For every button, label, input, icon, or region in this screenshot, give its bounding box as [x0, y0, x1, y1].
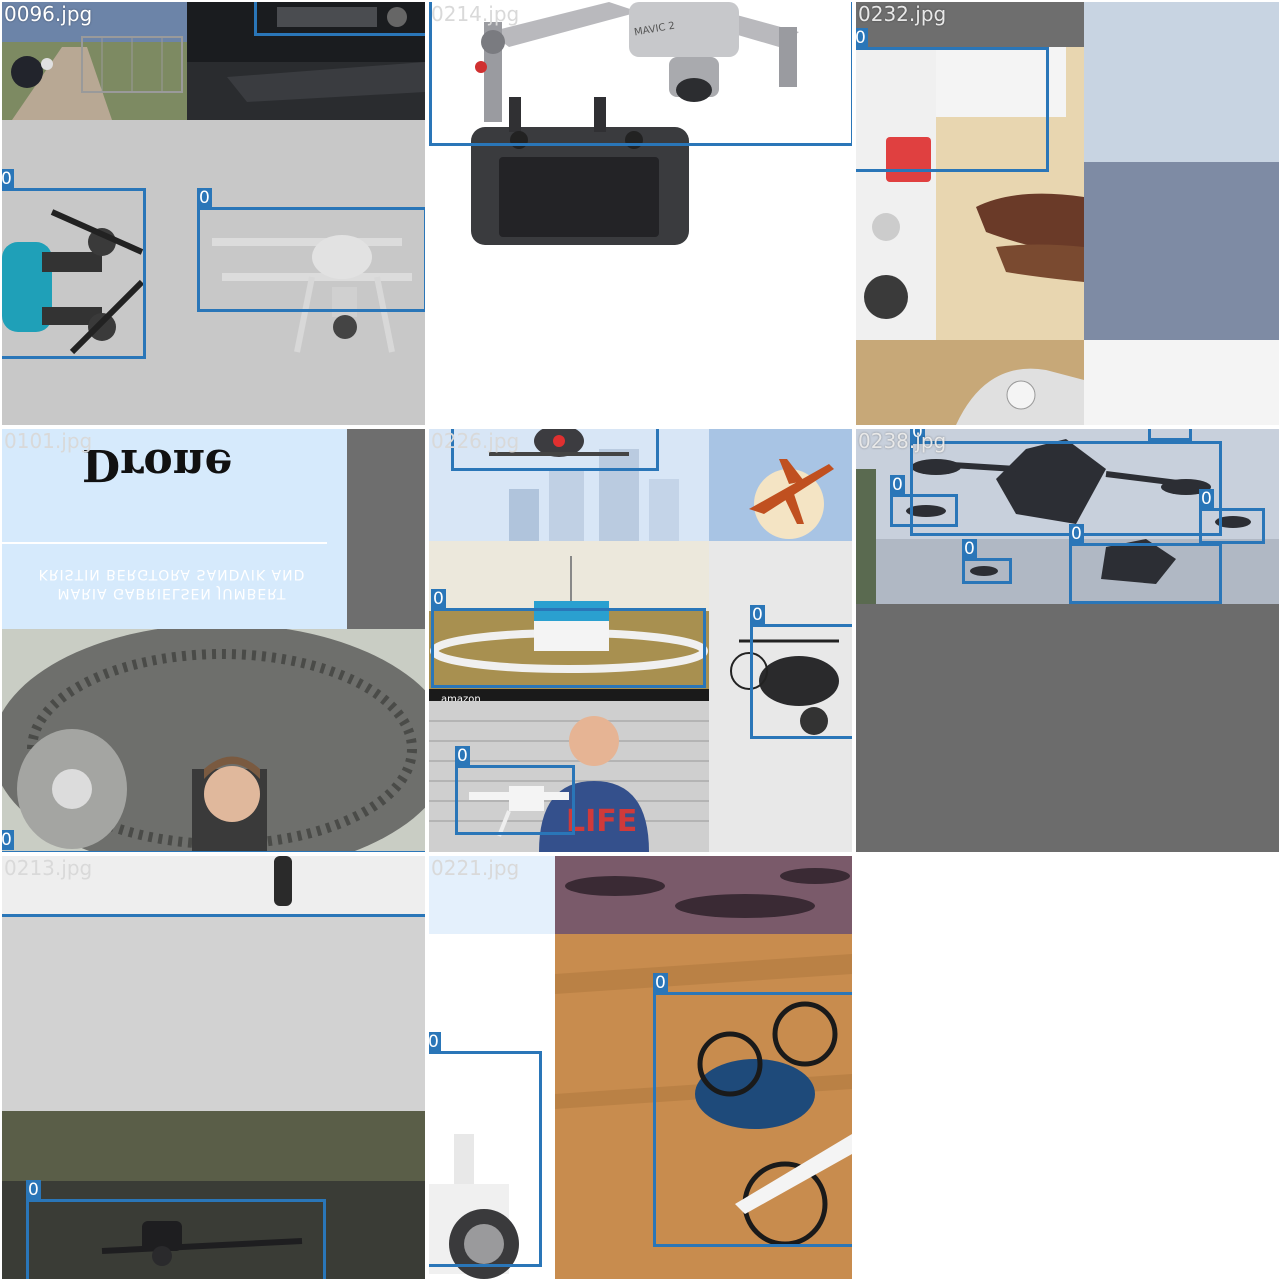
tile-filename: 0238.jpg [858, 429, 947, 453]
bounding-box [429, 2, 852, 146]
mosaic-tile-0232: 0 0232.jpg [856, 2, 1279, 425]
cover-divider [2, 542, 327, 544]
white-drone [202, 217, 425, 367]
road-photo-region [2, 2, 187, 120]
black-drone-region [709, 541, 852, 852]
bounding-box: 0 [962, 539, 1012, 584]
box-class-label: 0 [429, 1032, 441, 1052]
bounding-box: 0 [653, 973, 852, 1247]
box-class-label: 0 [910, 429, 925, 442]
brand-label: amazon [441, 694, 481, 705]
mosaic-tile-0096: 0096.jpg 0 0 [2, 2, 425, 425]
prime-air-region [429, 541, 709, 701]
mosaic-tile-0213: 0 0213.jpg [2, 856, 425, 1279]
mosaic-tile-0226: amazon LIFE 0 0 0 [429, 429, 852, 852]
white-robot-region [429, 934, 555, 1279]
box-class-label: 0 [1069, 524, 1084, 544]
box-class-label: 0 [455, 746, 470, 766]
mosaic-tile-0238: 0 0 0 0 0 0 0238.jpg [856, 429, 1279, 852]
tile-filename: 0214.jpg [431, 2, 520, 26]
box-class-label: 0 [856, 28, 868, 48]
bounding-box: 0 [1069, 524, 1222, 604]
bounding-box: 0 [431, 589, 706, 688]
bounding-box: 0 [1199, 489, 1265, 544]
tile-filename: 0101.jpg [4, 429, 93, 453]
wood-table-drone-region [555, 934, 852, 1279]
bounding-box: 0 [451, 429, 659, 471]
tile-filename: 0213.jpg [4, 856, 93, 880]
dark-drone-photo-region [187, 2, 425, 120]
bounding-box [254, 2, 425, 36]
tile-filename: 0226.jpg [431, 429, 520, 453]
dark-texture-region [555, 856, 852, 934]
tile-filename: 0221.jpg [431, 856, 520, 880]
gray-studio-region [2, 856, 425, 1111]
bounding-box: 0 [910, 429, 1222, 536]
bounding-box: 0 [750, 605, 852, 739]
bounding-box: 0 [455, 746, 575, 835]
sea-photo-region [1084, 2, 1279, 340]
mavic-drone-and-controller: MAVIC 2 [429, 2, 852, 262]
mosaic-tile-0221: 0 0 0221.jpg [429, 856, 852, 1279]
pale-blue-band [429, 856, 555, 934]
tile-filename: 0096.jpg [4, 2, 93, 26]
box-class-label: 0 [197, 188, 212, 208]
box-class-label: 0 [1199, 489, 1214, 509]
box-class-label: 0 [2, 169, 14, 189]
gray-band [856, 2, 1084, 47]
wood-photo-region [856, 340, 1084, 425]
bounding-box: 0 [856, 28, 1049, 172]
drone-swarm-region [856, 429, 1279, 604]
white-region [1084, 340, 1279, 425]
city-drone-region [429, 429, 709, 541]
box-class-label: 0 [962, 539, 977, 559]
bounding-box: 0 [1148, 429, 1192, 441]
bounding-box: 0 [26, 1180, 326, 1279]
bounding-box: 0 [2, 169, 146, 359]
sculpture-photo-region [2, 629, 425, 852]
book-cover-region: Drone KRISTIN BERGTORA SANDVIK AND MARIA… [2, 429, 347, 629]
bounding-box [2, 856, 425, 917]
box-class-label: 0 [890, 475, 905, 495]
bounding-box: 0 [2, 429, 425, 852]
shirt-print-text: LIFE [566, 804, 638, 839]
airplane-region [709, 429, 852, 541]
man-with-drone-region [429, 701, 709, 852]
bounding-box: 0 [429, 1032, 542, 1267]
tile-filename: 0232.jpg [858, 2, 947, 26]
mosaic-tile-0214: MAVIC 2 0214.jpg [429, 2, 852, 425]
bounding-box: 0 [890, 475, 958, 527]
mosaic-tile-0101: Drone KRISTIN BERGTORA SANDVIK AND MARIA… [2, 429, 425, 852]
outdoor-drone-region [2, 1111, 425, 1279]
teal-drone [2, 132, 152, 362]
bounding-box: 0 [197, 188, 425, 312]
box-class-label: 0 [26, 1180, 41, 1200]
box-class-label: 0 [431, 589, 446, 609]
box-class-label: 0 [2, 830, 14, 850]
box-class-label: 0 [653, 973, 668, 993]
box-class-label: 0 [750, 605, 765, 625]
